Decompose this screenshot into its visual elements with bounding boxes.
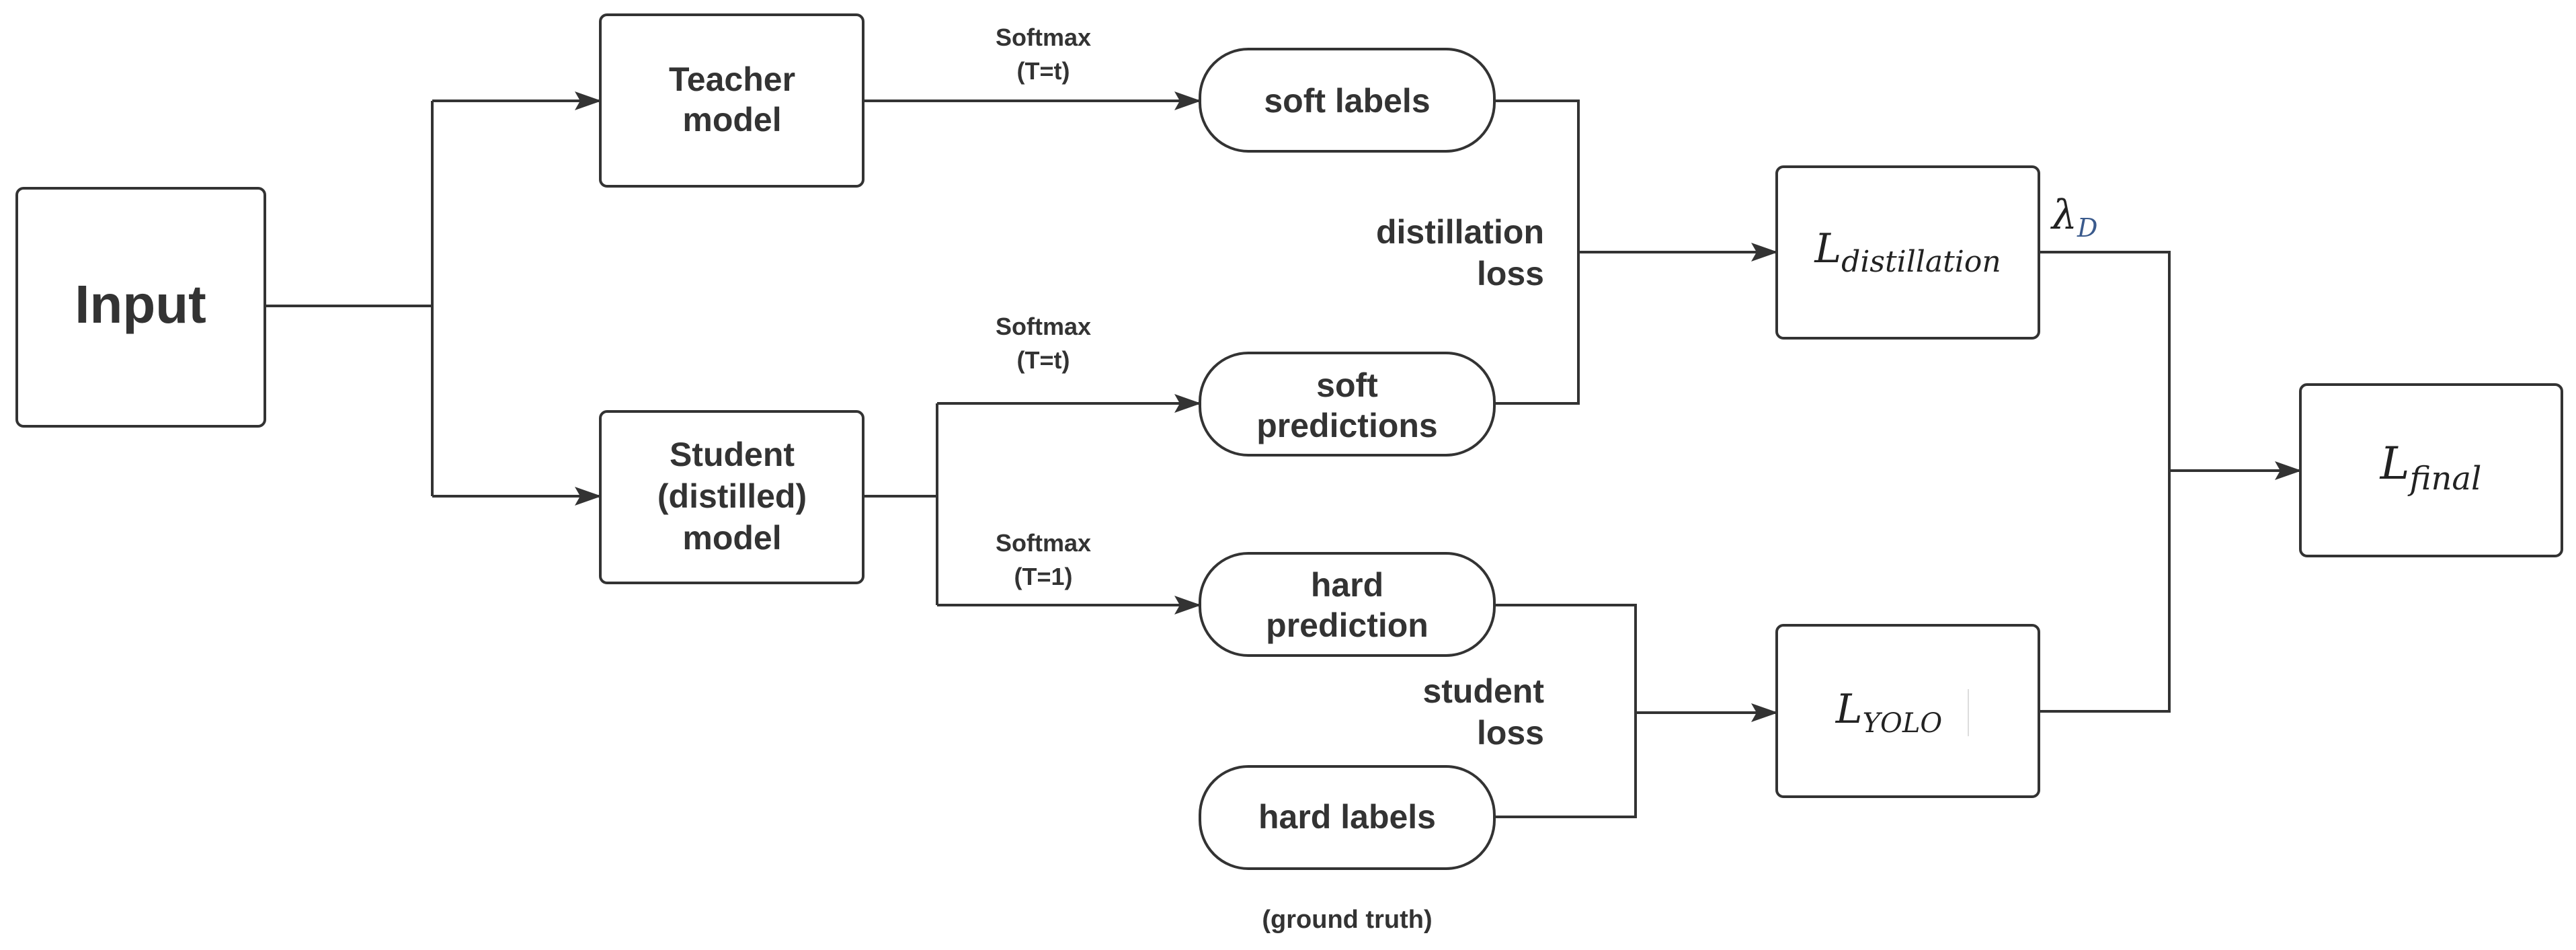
ground-truth-caption: (ground truth) bbox=[1262, 906, 1432, 934]
distillation-loss-line-1: distillation bbox=[1376, 213, 1544, 251]
l-final-formula: Lfinal bbox=[2380, 438, 2482, 498]
l-distillation-base: L bbox=[1814, 225, 1841, 272]
student-label-line-1: Student bbox=[670, 436, 795, 473]
softmax-teacher-line-2: (T=t) bbox=[1017, 57, 1070, 85]
l-yolo-subscript: YOLO bbox=[1863, 708, 1943, 739]
student-loss-label: student loss bbox=[1422, 672, 1544, 752]
l-distillation-subscript: distillation bbox=[1841, 245, 2001, 279]
softmax-student-soft-line-1: Softmax bbox=[996, 313, 1091, 340]
lambda-subscript: D bbox=[2077, 213, 2097, 243]
l-final-subscript: final bbox=[2407, 460, 2481, 498]
student-label-line-2: (distilled) bbox=[657, 477, 807, 515]
student-loss-line-2: loss bbox=[1477, 714, 1544, 752]
teacher-model-node: Teacher model bbox=[599, 13, 864, 188]
connectors bbox=[265, 91, 2302, 818]
teacher-label-line-1: Teacher bbox=[669, 61, 795, 98]
hard-labels-to-bracket bbox=[1494, 713, 1637, 818]
softmax-teacher-line-1: Softmax bbox=[996, 24, 1091, 51]
hard-prediction-node: hard prediction bbox=[1199, 552, 1496, 657]
soft-labels-label: soft labels bbox=[1264, 82, 1430, 120]
hard-prediction-line-2: prediction bbox=[1266, 606, 1428, 644]
l-final-base: L bbox=[2380, 438, 2410, 489]
soft-labels-to-bracket bbox=[1494, 100, 1580, 252]
distillation-loss-label: distillation loss bbox=[1376, 213, 1544, 292]
lambda-base: λ bbox=[2050, 192, 2077, 239]
softmax-teacher-label: Softmax (T=t) bbox=[996, 24, 1091, 85]
teacher-label-line-2: model bbox=[682, 101, 781, 138]
input-node: Input bbox=[15, 187, 266, 428]
l-distillation-node: Ldistillation bbox=[1775, 165, 2040, 340]
l-yolo-node: LYOLO bbox=[1775, 624, 2040, 798]
softmax-student-soft-line-2: (T=t) bbox=[1017, 346, 1070, 374]
soft-predictions-line-1: soft bbox=[1316, 366, 1378, 404]
hard-labels-node: hard labels bbox=[1199, 765, 1496, 870]
student-model-node: Student (distilled) model bbox=[599, 410, 864, 584]
softmax-student-hard-line-2: (T=1) bbox=[1014, 563, 1072, 590]
l-distillation-to-merge bbox=[2039, 251, 2171, 471]
l-yolo-base: L bbox=[1835, 686, 1863, 733]
l-distillation-formula: Ldistillation bbox=[1814, 225, 2001, 279]
input-label: Input bbox=[75, 274, 206, 334]
soft-predictions-node: soft predictions bbox=[1199, 352, 1496, 457]
soft-predictions-to-bracket bbox=[1494, 252, 1580, 405]
softmax-student-soft-label: Softmax (T=t) bbox=[996, 313, 1091, 374]
student-label-line-3: model bbox=[682, 519, 781, 557]
hard-prediction-to-bracket bbox=[1494, 604, 1637, 713]
lambda-d-weight: λD bbox=[2050, 192, 2098, 243]
softmax-student-hard-label: Softmax (T=1) bbox=[996, 529, 1091, 590]
hard-labels-label: hard labels bbox=[1258, 798, 1436, 836]
hard-prediction-line-1: hard bbox=[1311, 566, 1383, 604]
softmax-student-hard-line-1: Softmax bbox=[996, 529, 1091, 557]
soft-predictions-line-2: predictions bbox=[1256, 407, 1437, 444]
student-loss-line-1: student bbox=[1422, 672, 1544, 710]
l-final-node: Lfinal bbox=[2299, 383, 2563, 557]
soft-labels-node: soft labels bbox=[1199, 48, 1496, 153]
l-yolo-formula: LYOLO bbox=[1835, 686, 1942, 739]
distillation-loss-line-2: loss bbox=[1477, 255, 1544, 292]
l-yolo-to-merge bbox=[2039, 471, 2171, 713]
